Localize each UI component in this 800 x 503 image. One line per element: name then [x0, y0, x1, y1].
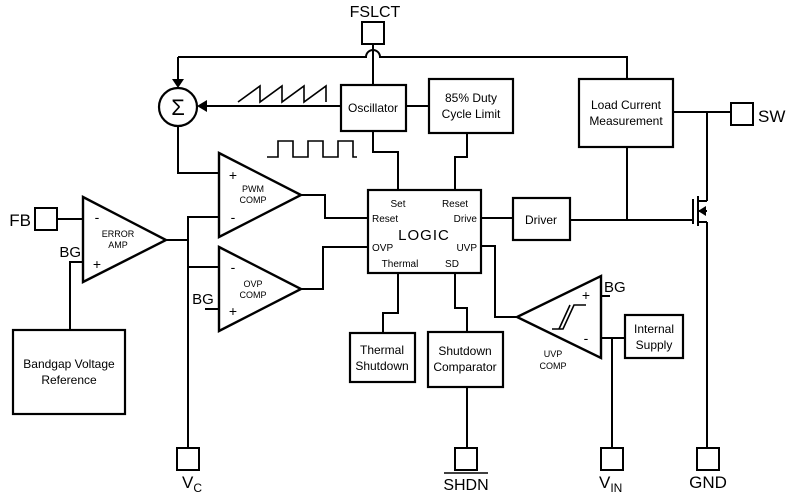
pwm-comparator: + - PWM COMP [217, 151, 304, 239]
mosfet-body-arrow-icon [698, 206, 706, 216]
fb-pin: FB [9, 207, 83, 231]
oscillator-to-summing-wire [197, 100, 341, 112]
ovp-comp-minus: - [231, 259, 236, 275]
thermal-shutdown-label-2: Shutdown [355, 359, 408, 373]
uvp-comp-plus: + [582, 287, 590, 303]
vc-pin: VC [176, 447, 202, 495]
oscillator-block: Oscillator [339, 83, 408, 133]
square-wave-icon [267, 140, 357, 158]
logic-pin-drive: Drive [454, 214, 478, 225]
pwm-comp-minus: - [231, 209, 236, 225]
error-amp-label-2: AMP [108, 240, 128, 250]
set-wire [372, 131, 399, 190]
uvp-comparator: + - UVP COMP BG [514, 274, 626, 371]
logic-pin-thermal: Thermal [382, 259, 419, 270]
duty-limit-label-2: Cycle Limit [442, 107, 501, 121]
vc-label: VC [182, 473, 202, 495]
load-current-label-2: Measurement [589, 114, 663, 128]
logic-pin-uvp: UVP [456, 243, 477, 254]
bandgap-label-1: Bandgap Voltage [23, 357, 115, 371]
ovp-output-wire [301, 246, 368, 290]
pwm-output-wire [301, 194, 368, 219]
fslct-label: FSLCT [350, 4, 401, 21]
duty-cycle-limit-block: 85% Duty Cycle Limit [427, 77, 515, 135]
mosfet [692, 112, 708, 448]
ovp-comp-plus: + [229, 303, 237, 319]
shutdown-comparator-block: Shutdown Comparator [426, 273, 505, 448]
logic-block: LOGIC Set Reset Reset Drive OVP UVP Ther… [366, 188, 483, 275]
sw-pad [730, 102, 754, 126]
load-current-label-1: Load Current [591, 98, 662, 112]
ovp-comp-label-2: COMP [240, 290, 267, 300]
logic-label: LOGIC [398, 227, 450, 244]
logic-pin-ovp: OVP [372, 243, 393, 254]
thermal-wire [382, 273, 399, 333]
fb-label: FB [9, 211, 31, 230]
ovp-comp-label-1: OVP [243, 279, 262, 289]
top-rail-wire [178, 49, 628, 79]
internal-supply-block: Internal Supply [623, 313, 685, 360]
internal-supply-label-1: Internal [634, 322, 674, 336]
gnd-pin: GND [689, 447, 727, 492]
logic-pin-set: Set [390, 199, 405, 210]
load-current-block: Load Current Measurement [577, 77, 675, 149]
shdn-pad [454, 447, 478, 471]
gnd-label: GND [689, 473, 727, 492]
sd-wire [454, 273, 468, 332]
fslct-pad [361, 21, 385, 45]
ovp-comparator: - + OVP COMP BG [192, 245, 304, 333]
thermal-shutdown-label-1: Thermal [360, 343, 404, 357]
vin-pad [600, 447, 624, 471]
logic-pin-reset-left: Reset [372, 214, 398, 225]
left-arrow-icon [197, 100, 207, 112]
down-arrow-icon [172, 79, 184, 88]
sawtooth-waveform-icon [237, 84, 327, 104]
error-output-vc-rail [166, 216, 219, 448]
shutdown-comparator-label-1: Shutdown [438, 344, 491, 358]
fb-pad [34, 207, 58, 231]
driver-block: Driver [511, 196, 572, 242]
uvp-comp-minus: - [584, 330, 589, 346]
error-amp-plus: + [93, 256, 101, 272]
shdn-pin: SHDN [443, 447, 489, 494]
error-amp-label-1: ERROR [102, 229, 135, 239]
bg-label-error-amp: BG [59, 244, 81, 261]
summing-output-wire [177, 126, 219, 174]
pwm-comp-plus: + [229, 167, 237, 183]
uvp-comp-label-2: COMP [540, 361, 567, 371]
bandgap-reference-block: Bandgap Voltage Reference [11, 328, 127, 416]
shutdown-comparator-label-2: Comparator [433, 360, 496, 374]
bg-label-uvp: BG [604, 279, 626, 296]
sw-label: SW [758, 107, 785, 126]
thermal-shutdown-block: Thermal Shutdown [348, 273, 417, 384]
vin-pin: VIN [599, 447, 624, 495]
uvp-output-wire [481, 245, 517, 318]
vin-rail-wire [601, 337, 625, 448]
duty-limit-label-1: 85% Duty [445, 91, 497, 105]
gnd-pad [696, 447, 720, 471]
logic-pin-sd: SD [445, 259, 459, 270]
reset-wire [454, 133, 468, 190]
sw-pin: SW [730, 102, 785, 126]
error-amp-minus: - [95, 209, 100, 225]
bandgap-to-error-amp-wire: BG [59, 244, 83, 330]
summing-junction: Σ [157, 57, 199, 128]
pwm-comp-label-1: PWM [242, 184, 264, 194]
bandgap-label-2: Reference [41, 373, 97, 387]
driver-label: Driver [525, 213, 557, 227]
error-amp: - + ERROR AMP [81, 195, 169, 284]
bg-label-ovp: BG [192, 291, 214, 308]
vc-pad [176, 447, 200, 471]
internal-supply-label-2: Supply [636, 338, 673, 352]
fslct-pin: FSLCT [350, 4, 401, 85]
sigma-symbol: Σ [171, 95, 185, 120]
vin-label: VIN [599, 473, 622, 495]
pwm-comp-label-2: COMP [240, 195, 267, 205]
logic-pin-reset-top: Reset [442, 199, 468, 210]
shdn-label: SHDN [443, 477, 488, 494]
uvp-comp-label-1: UVP [544, 349, 563, 359]
hysteresis-icon [552, 304, 586, 330]
oscillator-label: Oscillator [348, 101, 398, 115]
